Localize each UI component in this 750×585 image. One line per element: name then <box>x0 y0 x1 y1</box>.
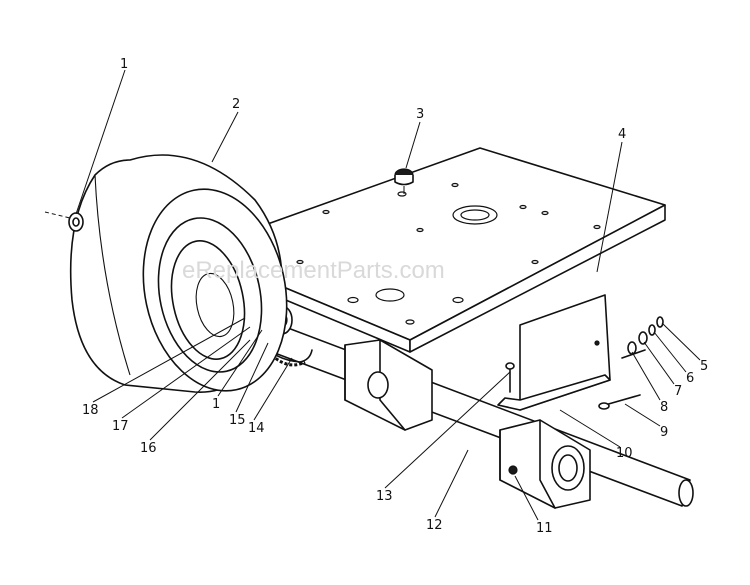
callout-8: 8 <box>660 400 668 415</box>
callout-1-bottom: 1 <box>212 397 220 412</box>
callout-3: 3 <box>416 107 424 122</box>
callout-12: 12 <box>426 518 443 533</box>
callout-18: 18 <box>82 403 99 418</box>
callout-14: 14 <box>248 421 265 436</box>
callout-2: 2 <box>232 97 240 112</box>
knob-3 <box>394 168 414 194</box>
callout-15: 15 <box>229 413 246 428</box>
callout-10: 10 <box>616 446 633 461</box>
callout-17: 17 <box>112 419 129 434</box>
callout-6: 6 <box>686 371 694 386</box>
pin-9 <box>598 394 641 410</box>
callout-9: 9 <box>660 425 668 440</box>
axle-bracket-right <box>499 419 591 509</box>
callout-5: 5 <box>700 359 708 374</box>
callout-7: 7 <box>674 384 682 399</box>
tire <box>69 154 288 393</box>
axle-bracket-left <box>344 339 433 431</box>
callout-4: 4 <box>618 127 626 142</box>
callout-16: 16 <box>140 441 157 456</box>
callout-11: 11 <box>536 521 553 536</box>
bolt-13 <box>505 362 515 393</box>
callout-13: 13 <box>376 489 393 504</box>
callouts: 1 2 3 4 5 6 7 8 9 10 11 12 13 14 15 1 16… <box>82 57 708 536</box>
callout-1-top: 1 <box>120 57 128 72</box>
mounting-plate <box>497 294 611 411</box>
hub-cap <box>44 211 84 232</box>
watermark: eReplacementParts.com <box>182 257 445 284</box>
leader-lines <box>75 69 701 521</box>
hardware-stack <box>621 316 664 359</box>
